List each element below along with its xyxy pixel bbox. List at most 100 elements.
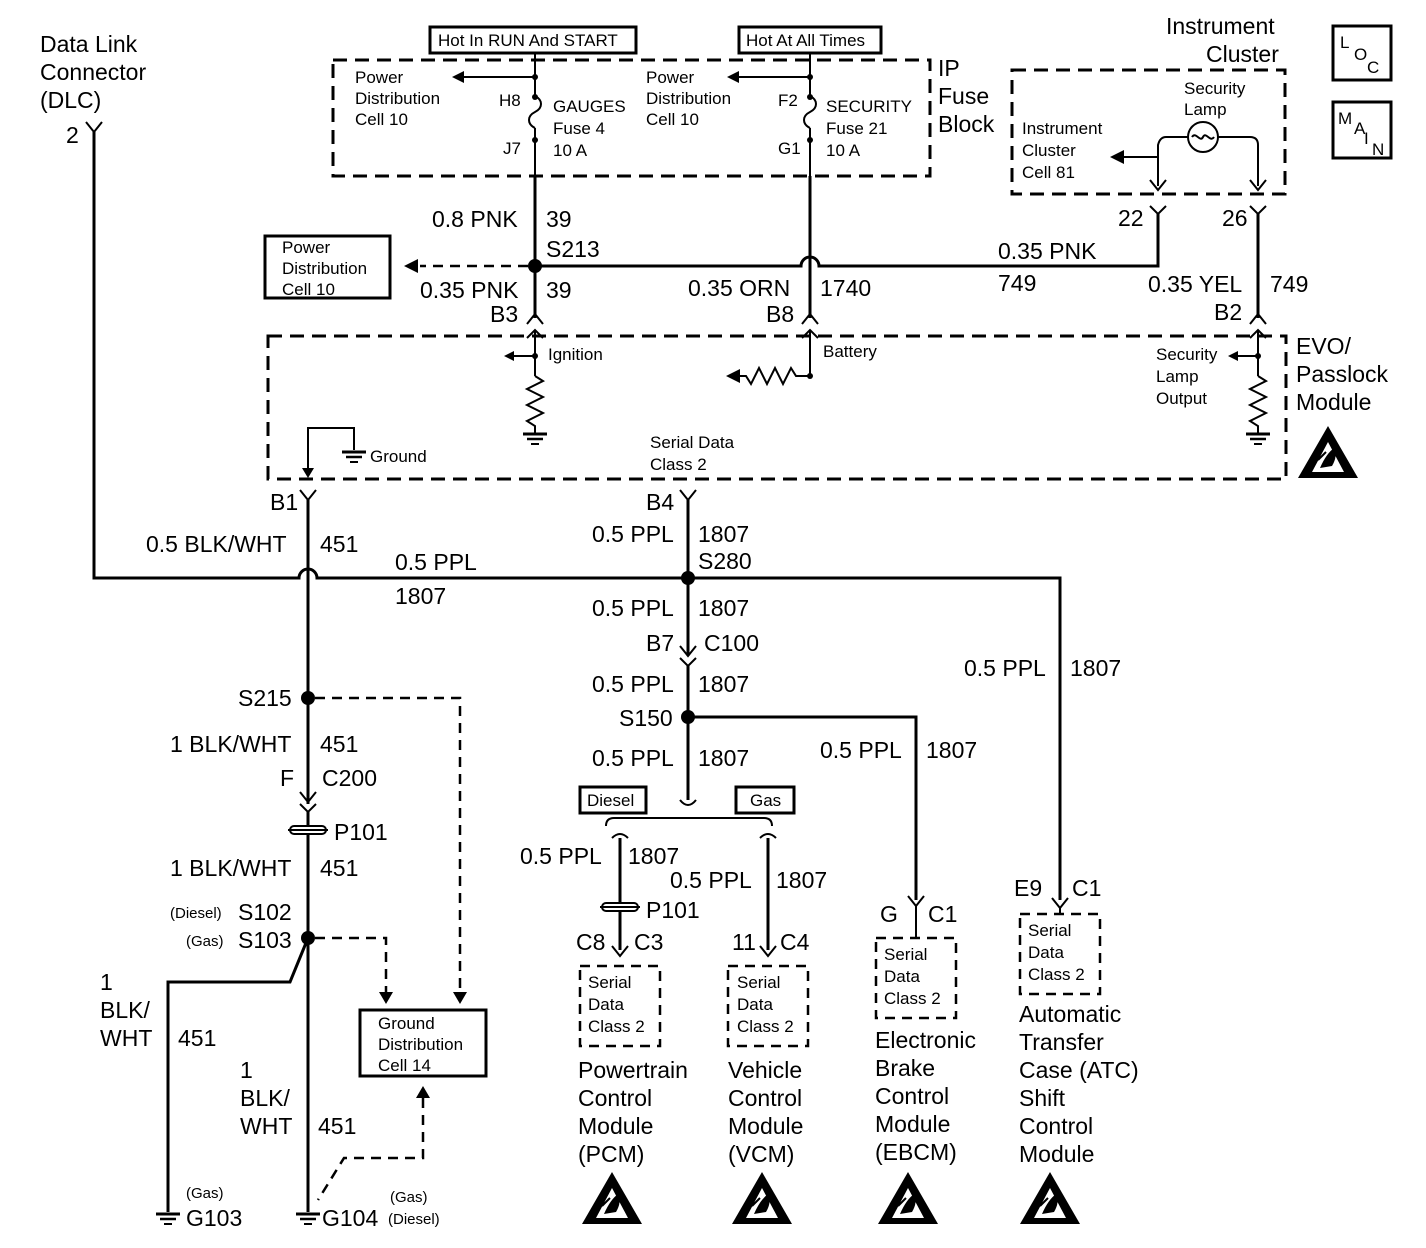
wire-1807-dlc [92, 132, 1062, 900]
ebcm-serial-1: Serial [884, 945, 927, 964]
evo-ground-icon [340, 450, 368, 464]
pdc-box-1: Power [282, 238, 331, 257]
loc-button[interactable]: L O C [1331, 24, 1393, 82]
pcm-title-2: Control [578, 1085, 652, 1111]
dlc-title-3: (DLC) [40, 87, 101, 113]
cluster-cell-2: Cluster [1022, 141, 1076, 160]
gauges-fuse-1: GAUGES [553, 97, 626, 116]
pin-b3: B3 [490, 301, 518, 327]
loc-c: C [1367, 58, 1379, 77]
vcm-pin-11: 11 [732, 929, 756, 955]
ebcm-title-4: Module [875, 1111, 950, 1137]
vcm-title-1: Vehicle [728, 1057, 802, 1083]
wire-ebcm-circ: 1807 [926, 737, 977, 763]
atc-title-3: Case (ATC) [1019, 1057, 1139, 1083]
evo-title-2: Passlock [1296, 361, 1389, 387]
ebcm-title-2: Brake [875, 1055, 935, 1081]
diesel-box [578, 785, 648, 815]
vcm-esd-icon [731, 1171, 793, 1225]
wire-dlc-circ: 1807 [395, 583, 446, 609]
ebcm-module: Serial Data Class 2 Electronic Brake Con… [874, 936, 976, 1225]
wire-s150-dn-circ: 1807 [698, 745, 749, 771]
security-fuse-symbol [803, 95, 817, 129]
wire-vcm-circ: 1807 [776, 867, 827, 893]
pcm-serial-1: Serial [588, 973, 631, 992]
wire-b4-circ: 1807 [698, 521, 749, 547]
g103-label: G103 [186, 1205, 242, 1231]
pcm-title-3: Module [578, 1113, 653, 1139]
evo-module-outline [266, 334, 1288, 481]
wire-pcm-circ: 1807 [628, 843, 679, 869]
evo-esd-icon [1297, 425, 1359, 479]
diesel-label: Diesel [587, 791, 634, 810]
pin-h8: H8 [499, 91, 521, 110]
wire-b4-size: 0.5 PPL [592, 521, 674, 547]
ebcm-pin-c1: C1 [928, 901, 957, 927]
vcm-title-3: Module [728, 1113, 803, 1139]
module-branches: Diesel Gas 0.5 PPL 1807 P101 C8 C3 0.5 P… [520, 785, 1101, 958]
main-button[interactable]: M A I N [1331, 100, 1393, 160]
ignition-resistor [524, 375, 546, 434]
pcm-module: Serial Data Class 2 Powertrain Control M… [578, 964, 688, 1225]
sec-output-2: Lamp [1156, 367, 1199, 386]
atc-title-5: Control [1019, 1113, 1093, 1139]
evo-ground-label: Ground [370, 447, 427, 466]
wire-451-size: 0.5 BLK/WHT [146, 531, 287, 557]
dlc-pin: 2 [66, 122, 79, 148]
fuse-block-title-1: IP [938, 55, 960, 81]
wire-c100-dn-circ: 1807 [698, 671, 749, 697]
ebcm-pin-g: G [880, 901, 898, 927]
instrument-cluster: Instrument Cluster Instrument Cluster Ce… [1010, 13, 1287, 231]
g104-wire-circ: 451 [318, 1113, 356, 1139]
gnd-box-2: Distribution [378, 1035, 463, 1054]
pdc-mid-2: Distribution [646, 89, 731, 108]
wire-dlc-size: 0.5 PPL [395, 549, 477, 575]
wire-1740-size: 0.35 ORN [688, 275, 790, 301]
vcm-module: Serial Data Class 2 Vehicle Control Modu… [726, 964, 810, 1225]
wire-c100-up-size: 0.5 PPL [592, 595, 674, 621]
wire-1807-ebcm [688, 715, 918, 900]
main-n: N [1372, 140, 1384, 159]
pdc-cell-10-box [263, 234, 392, 300]
pcm-title-4: (PCM) [578, 1141, 644, 1167]
security-lamp-1: Security [1184, 79, 1246, 98]
g103-wire-3: WHT [100, 1025, 152, 1051]
g103-wire-2: BLK/ [100, 997, 150, 1023]
pcm-esd-icon [581, 1171, 643, 1225]
pin-b1: B1 [270, 489, 298, 515]
g104-label: G104 [322, 1205, 378, 1231]
cluster-title-2: Cluster [1206, 41, 1279, 67]
sec-output-1: Security [1156, 345, 1218, 364]
option-split-symbol [679, 799, 697, 806]
p101-pcm: P101 [646, 897, 700, 923]
evo-serial-1: Serial Data [650, 433, 735, 452]
atc-title-1: Automatic [1019, 1001, 1121, 1027]
gnd-box-1: Ground [378, 1014, 435, 1033]
security-pdc-arrow [727, 71, 739, 83]
evo-title-3: Module [1296, 389, 1371, 415]
wire-g2-size: 1 BLK/WHT [170, 855, 291, 881]
ip-fuse-block: Hot In RUN And START Hot At All Times IP… [331, 25, 995, 178]
pcm-pin-c8: C8 [576, 929, 605, 955]
security-fuse-3: 10 A [826, 141, 861, 160]
gauges-fuse-symbol [528, 95, 542, 129]
pdc-box-3: Cell 10 [282, 280, 335, 299]
loc-l: L [1340, 33, 1349, 52]
cluster-pin-22: 22 [1118, 205, 1144, 231]
cluster-cell-arrow [1110, 150, 1124, 164]
ignition-label: Ignition [548, 345, 603, 364]
ebcm-esd-icon [877, 1171, 939, 1225]
atc-module: Serial Data Class 2 Automatic Transfer C… [1018, 912, 1139, 1225]
wire-g1-size: 1 BLK/WHT [170, 731, 291, 757]
cluster-pin-26: 26 [1222, 205, 1248, 231]
pin-f: F [280, 765, 294, 791]
g103-wire-1: 1 [100, 969, 113, 995]
g103-ground-icon [154, 1212, 182, 1226]
ebcm-title-3: Control [875, 1083, 949, 1109]
main-i: I [1364, 129, 1369, 148]
sec-output-ground-icon [1244, 432, 1272, 446]
mid-wiring: B1 B4 0.5 BLK/WHT 451 0.5 PPL 1807 0.5 P… [92, 132, 1121, 900]
loc-o: O [1354, 45, 1367, 64]
pin-g1: G1 [778, 139, 801, 158]
